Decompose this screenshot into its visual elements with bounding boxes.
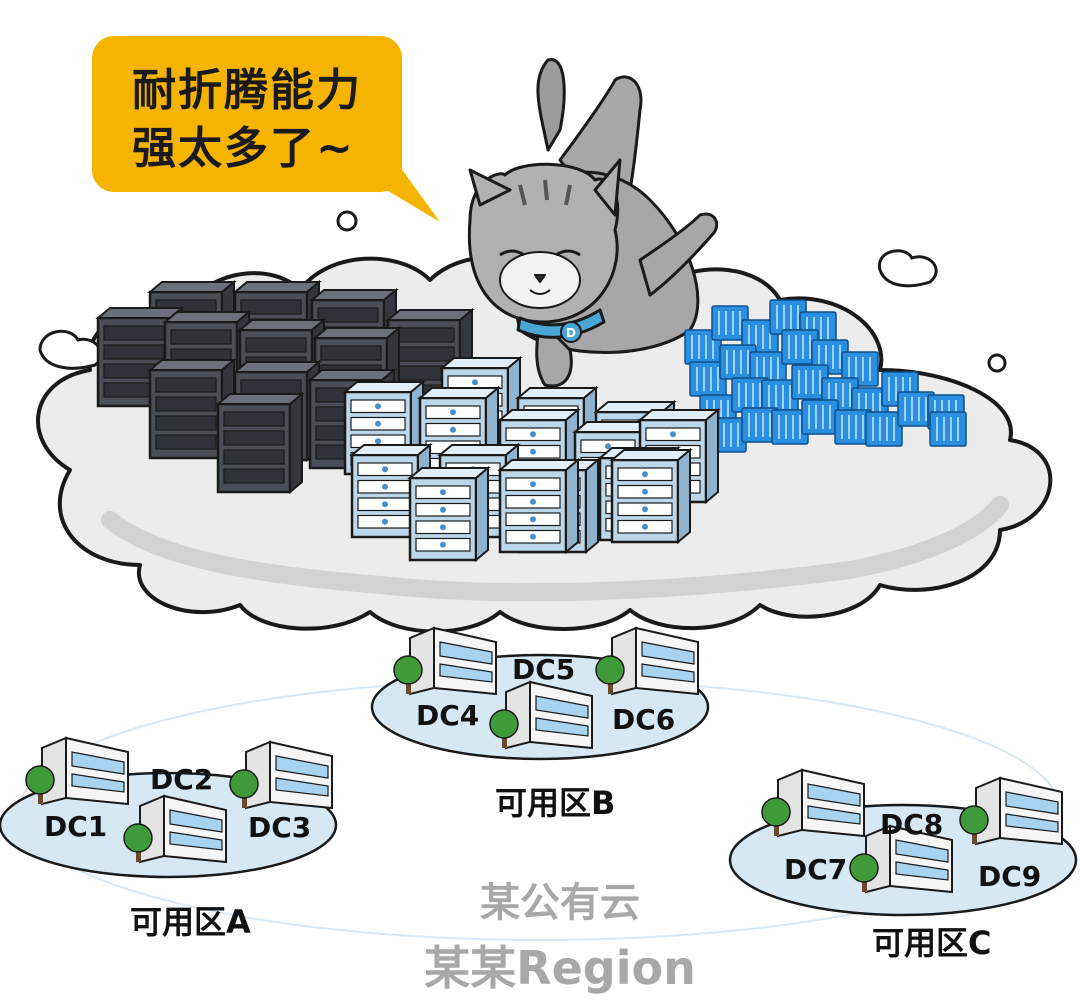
dc-label: DC7	[784, 853, 847, 886]
container-cluster	[684, 299, 967, 453]
collar-tag-label: D	[566, 326, 576, 340]
datacenter-building-icon	[761, 768, 865, 838]
server-rack-icon	[349, 442, 433, 540]
server-rack-icon	[417, 385, 501, 483]
dc-label: DC2	[150, 763, 213, 796]
container-block-icon	[771, 409, 809, 445]
dc-label: DC5	[512, 653, 575, 686]
datacenter-building-icon	[849, 824, 953, 894]
tree-icon	[393, 655, 423, 694]
tree-icon	[489, 709, 519, 748]
tree-icon	[595, 655, 625, 694]
dc-label: DC6	[612, 703, 675, 736]
dc-label: DC9	[978, 860, 1041, 893]
container-block-icon	[801, 399, 839, 435]
tree-icon	[25, 765, 55, 804]
light-server-cluster	[342, 355, 721, 563]
server-rack-icon	[609, 447, 693, 545]
speech-line-1: 耐折腾能力	[132, 65, 362, 116]
speech-bubble	[92, 36, 402, 192]
datacenter-building-icon	[393, 626, 497, 696]
tree-icon	[229, 769, 259, 808]
tree-icon	[959, 805, 989, 844]
container-block-icon	[711, 305, 749, 341]
zone-a-label: 可用区A	[130, 903, 251, 941]
cat-icon	[467, 58, 719, 388]
container-block-icon	[761, 379, 799, 415]
region-provider-label: 某公有云	[480, 880, 640, 926]
datacenter-building-icon	[489, 680, 593, 750]
tree-icon	[123, 823, 153, 862]
dc-label: DC1	[44, 810, 107, 843]
datacenter-buildings	[25, 626, 1063, 894]
tree-icon	[761, 797, 791, 836]
region-name-label: 某某Region	[424, 941, 696, 995]
tree-icon	[849, 853, 879, 892]
datacenter-building-icon	[25, 736, 129, 806]
server-rack-icon	[215, 391, 305, 495]
datacenter-building-icon	[959, 776, 1063, 846]
speech-line-2: 强太多了~	[132, 123, 355, 174]
datacenter-building-icon	[595, 626, 699, 696]
dc-label: DC8	[880, 808, 943, 841]
zone-b-label: 可用区B	[495, 784, 616, 822]
speech-text: 耐折腾能力 强太多了~	[132, 62, 392, 178]
container-block-icon	[865, 411, 903, 447]
server-rack-icon	[497, 457, 581, 555]
server-rack-icon	[407, 465, 491, 563]
container-block-icon	[741, 407, 779, 443]
container-block-icon	[781, 329, 819, 365]
container-block-icon	[929, 411, 967, 447]
container-block-icon	[719, 344, 757, 380]
zone-c-label: 可用区C	[872, 924, 992, 962]
dc-label: DC4	[416, 699, 479, 732]
dc-label: DC3	[248, 811, 311, 844]
datacenter-building-icon	[229, 740, 333, 810]
datacenter-building-icon	[123, 794, 227, 864]
